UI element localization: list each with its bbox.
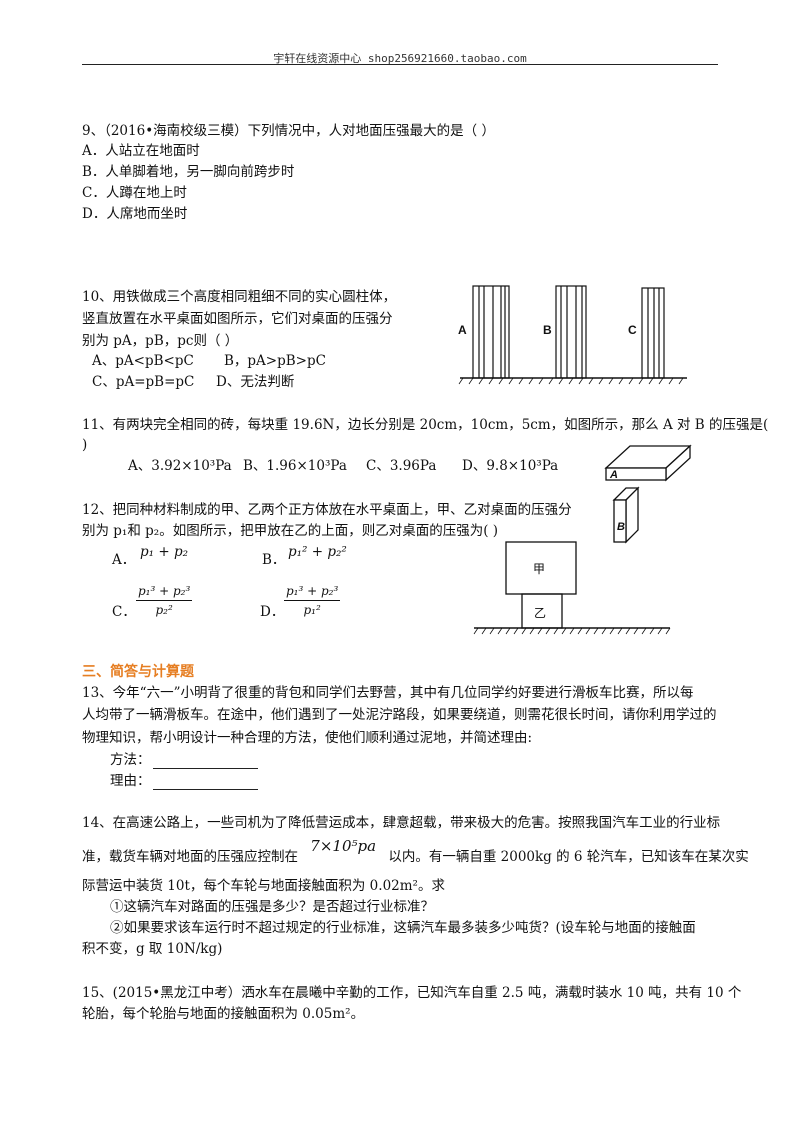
q9-stem: 9、（2016•海南校级三模）下列情况中，人对地面压强最大的是（ ） bbox=[82, 123, 495, 139]
q14-subquestion-2-cont: 积不变，g 取 10N/kg) bbox=[82, 941, 223, 957]
q13-line1: 13、今年“六一”小明背了很重的背包和同学们去野营，其中有几位同学约好要进行滑板… bbox=[82, 685, 694, 701]
q10-option-b: B，pA>pB>pC bbox=[224, 353, 326, 369]
q10-label-a: A bbox=[458, 323, 467, 337]
q15-line2: 轮胎，每个轮胎与地面的接触面积为 0.05m²。 bbox=[82, 1006, 365, 1022]
q12-option-c-label: C． bbox=[112, 604, 136, 620]
q10-label-c: C bbox=[628, 323, 637, 337]
q12-cubes-figure: 甲 乙 bbox=[473, 541, 671, 635]
q11-bricks-figure: A B bbox=[604, 444, 692, 544]
q13-method-blank bbox=[152, 754, 258, 769]
q11-line1: 11、有两块完全相同的砖，每块重 19.6N，边长分别是 20cm，10cm，5… bbox=[82, 417, 769, 433]
q12-option-c-numerator: p₁³ + p₂³ bbox=[136, 582, 193, 601]
q14-subquestion-1: ①这辆汽车对路面的压强是多少？是否超过行业标准？ bbox=[110, 899, 434, 915]
q12-option-a-label: A． bbox=[112, 552, 136, 568]
q11-option-a: A、3.92×10³Pa bbox=[128, 458, 232, 474]
q14-line2-end: 以内。有一辆自重 2000kg 的 6 轮汽车，已知该车在某次实 bbox=[388, 849, 749, 865]
q14-pressure-limit: 7×10⁵pa bbox=[310, 837, 377, 855]
q14-line2: 准，载货车辆对地面的压强应控制在 7×10⁵pa 以内。有一辆自重 2000kg… bbox=[82, 837, 749, 866]
q12-option-d-numerator: p₁³ + p₂³ bbox=[284, 582, 341, 601]
q9-option-c: C．人蹲在地上时 bbox=[82, 185, 187, 201]
q14-subquestion-2: ②如果要求该车运行时不超过规定的行业标准，这辆汽车最多装多少吨货？(设车轮与地面… bbox=[110, 920, 696, 936]
q13-reason-label: 理由： bbox=[110, 773, 151, 789]
q13-reason-blank bbox=[152, 775, 258, 790]
page-header: 宇轩在线资源中心 shop256921660.taobao.com bbox=[273, 52, 527, 65]
q9-option-b: B．人单脚着地，另一脚向前跨步时 bbox=[82, 164, 295, 180]
q13-line3: 物理知识，帮小明设计一种合理的方法，使他们顺利通过泥地，并简述理由: bbox=[82, 730, 533, 746]
q12-option-c-denominator: p₂² bbox=[155, 603, 173, 617]
q11-label-b: B bbox=[617, 521, 625, 533]
q12-line1: 12、把同种材料制成的甲、乙两个正方体放在水平桌面上，甲、乙对桌面的压强分 bbox=[82, 502, 572, 518]
q12-option-c-fraction: p₁³ + p₂³ p₂² bbox=[136, 582, 193, 619]
q13-reason-row: 理由： bbox=[110, 772, 258, 790]
q14-line2-start: 准，载货车辆对地面的压强应控制在 bbox=[82, 849, 298, 865]
q12-option-d-fraction: p₁³ + p₂³ p₁² bbox=[284, 582, 341, 619]
q10-option-a: A、pA<pB<pC bbox=[92, 353, 194, 369]
q12-option-b: p₁² + p₂² bbox=[288, 544, 347, 560]
q10-option-c: C、pA=pB=pC bbox=[92, 374, 195, 390]
q13-line2: 人均带了一辆滑板车。在途中，他们遇到了一处泥泞路段，如果要绕道，则需花很长时间，… bbox=[82, 707, 717, 723]
q10-cylinders-figure: A B C bbox=[458, 285, 687, 385]
q11-option-d: D、9.8×10³Pa bbox=[462, 458, 559, 474]
q14-line1: 14、在高速公路上，一些司机为了降低营运成本，肆意超载，带来极大的危害。按照我国… bbox=[82, 815, 721, 831]
q12-label-yi: 乙 bbox=[534, 606, 546, 620]
q12-option-b-label: B． bbox=[262, 552, 286, 568]
header-rule bbox=[82, 64, 718, 65]
q9-option-d: D．人席地而坐时 bbox=[82, 206, 188, 222]
section-heading: 三、简答与计算题 bbox=[82, 664, 194, 680]
q10-line3: 别为 pA，pB，pc则（ ） bbox=[82, 333, 239, 349]
q11-label-a: A bbox=[609, 469, 618, 481]
q10-line2: 竖直放置在水平桌面如图所示，它们对桌面的压强分 bbox=[82, 311, 393, 327]
q12-option-d-label: D． bbox=[260, 604, 285, 620]
q11-option-b: B、1.96×10³Pa bbox=[243, 458, 347, 474]
q12-line2: 别为 p₁和 p₂。如图所示，把甲放在乙的上面，则乙对桌面的压强为( ) bbox=[82, 523, 499, 539]
q11-line2: ) bbox=[82, 437, 88, 453]
q11-option-c: C、3.96Pa bbox=[366, 458, 437, 474]
q13-method-label: 方法： bbox=[110, 752, 151, 768]
q9-option-a: A．人站立在地面时 bbox=[82, 143, 200, 159]
q10-label-b: B bbox=[543, 323, 552, 337]
q15-line1: 15、(2015•黑龙江中考）洒水车在晨曦中辛勤的工作，已知汽车自重 2.5 吨… bbox=[82, 985, 742, 1001]
q12-option-d-denominator: p₁² bbox=[303, 603, 321, 617]
q10-line1: 10、用铁做成三个高度相同粗细不同的实心圆柱体， bbox=[82, 289, 397, 305]
q14-line3: 际营运中装货 10t，每个车轮与地面接触面积为 0.02m²。求 bbox=[82, 878, 445, 894]
q12-option-a: p₁ + p₂ bbox=[140, 544, 189, 560]
q10-option-d: D、无法判断 bbox=[216, 374, 295, 390]
q13-method-row: 方法： bbox=[110, 751, 258, 769]
q12-label-jia: 甲 bbox=[533, 562, 545, 576]
